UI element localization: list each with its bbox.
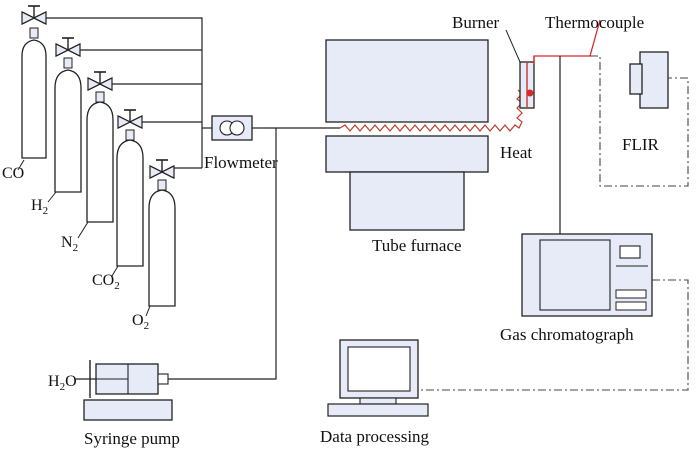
label-heat: Heat [500,143,532,162]
signal-lines [418,55,689,391]
flir-camera [629,51,669,109]
label-gas-chromatograph: Gas chromatograph [500,325,634,344]
cylinder-o2 [148,159,176,307]
thermocouple-wire [533,19,601,64]
cylinder-n2 [86,71,114,223]
label-tube-furnace: Tube furnace [372,236,462,255]
gas-cylinders [21,5,176,307]
water-feed-line [168,128,277,380]
label-o2: O2 [132,312,149,332]
gas-chromatograph [521,233,653,317]
cylinder-labels: CO H2 N2 CO2 O2 [2,165,149,332]
syringe-pump [76,360,173,421]
label-flir: FLIR [622,135,660,154]
label-thermocouple: Thermocouple [545,13,644,32]
label-co2: CO2 [92,272,120,292]
gas-manifold-lines [46,17,212,169]
label-water: H2O [48,373,77,393]
label-burner: Burner [452,13,500,32]
tube-furnace [325,39,489,231]
label-flowmeter: Flowmeter [204,153,278,172]
flowmeter [211,115,264,141]
heated-gas-line [339,89,523,132]
cylinder-h2 [54,37,82,193]
label-leaders [17,159,151,317]
label-n2: N2 [61,234,78,254]
burner [519,61,535,109]
computer [327,339,429,417]
label-h2: H2 [31,197,48,217]
burner-leader [505,29,521,63]
label-co: CO [2,165,24,182]
cylinder-co2 [116,109,144,267]
cylinder-co [21,5,47,159]
label-data-processing: Data processing [320,427,430,446]
label-syringe-pump: Syringe pump [84,429,180,448]
